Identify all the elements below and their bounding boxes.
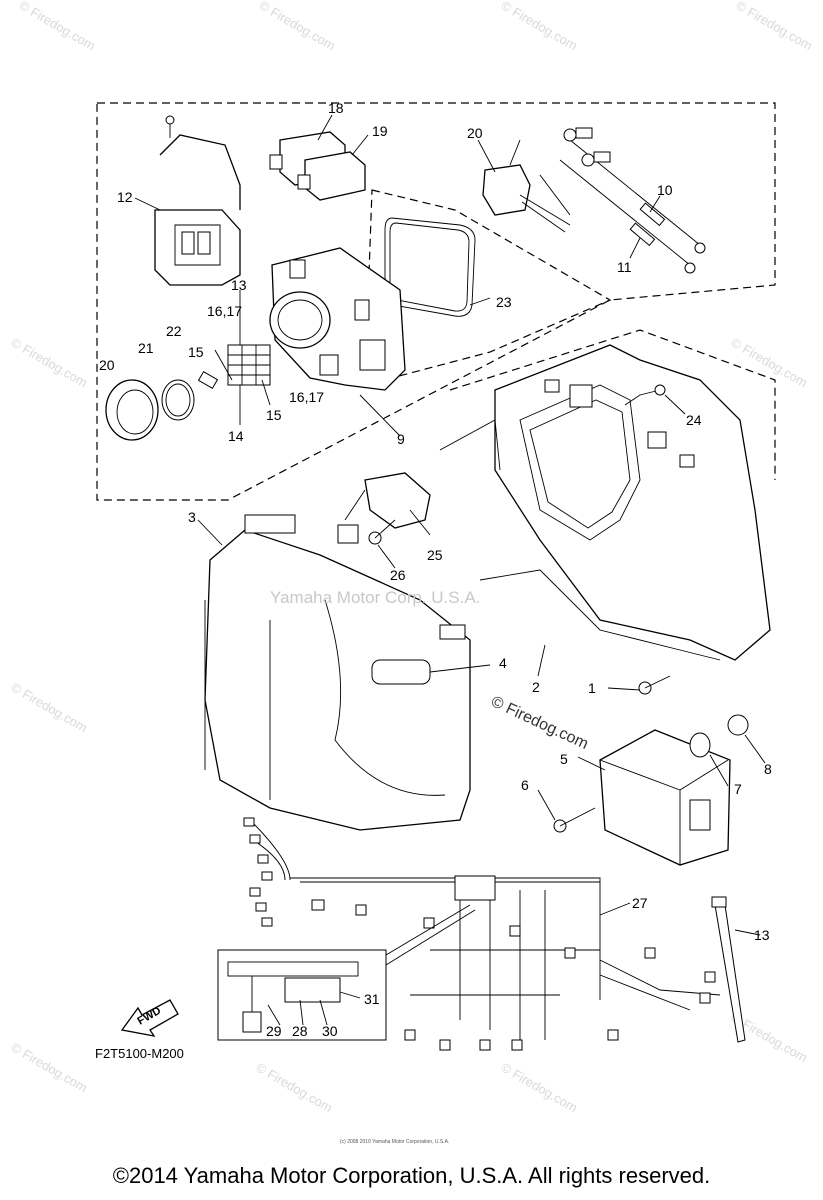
callout-11: 11 [617, 259, 632, 275]
diagram-reference-code: F2T5100-M200 [95, 1046, 184, 1061]
callout-23: 22 [166, 323, 182, 339]
callout-9: 9 [397, 431, 405, 447]
fwd-direction-arrow: FWD [120, 999, 179, 1037]
watermark-text: © Firedog.com [17, 0, 99, 53]
callout-8: 8 [764, 761, 772, 777]
watermark-text: © Firedog.com [9, 680, 91, 736]
tiny-copyright-notice: (c) 2008 2010 Yamaha Motor Corporation, … [340, 1139, 449, 1145]
callout-19: 19 [372, 123, 388, 139]
part-8-collar [727, 714, 749, 736]
part-25-bolt [654, 384, 666, 396]
part-6-bolt [553, 807, 596, 833]
part-10-11-cables [539, 127, 706, 274]
throttle-body [269, 247, 406, 391]
firedog-watermark: © Firedog.com [488, 693, 590, 753]
part-22-o-ring-inner [165, 383, 191, 417]
part-21-cap [105, 379, 159, 441]
callout-20: 20 [467, 125, 483, 141]
callout-26: 25 [427, 547, 443, 563]
watermark-text: © Firedog.com [9, 335, 91, 391]
callout-14: 13 [231, 277, 247, 293]
callout-33: 13 [754, 927, 770, 943]
watermark-text: © Firedog.com [9, 1040, 91, 1096]
watermark-text: © Firedog.com [499, 1060, 581, 1116]
part-28-wire-harness [243, 817, 721, 1051]
center-watermark: Yamaha Motor Corp. U.S.A. [270, 588, 480, 607]
callout-15-left: 15 [188, 344, 204, 360]
part-23-clip [197, 370, 219, 390]
callout-24: 23 [496, 294, 512, 310]
callout-1: 1 [588, 680, 596, 696]
part-33-cable-tie [711, 896, 746, 1043]
callout-13: 14 [228, 428, 244, 444]
watermark-text: © Firedog.com [734, 0, 816, 53]
callout-25: 24 [686, 412, 702, 428]
part-20-sensor [482, 139, 571, 233]
copyright-footer: ©2014 Yamaha Motor Corporation, U.S.A. A… [112, 1163, 711, 1188]
callout-28: 27 [632, 895, 648, 911]
part-24-gasket-inner [389, 222, 470, 312]
callout-15-right: 15 [266, 407, 282, 423]
part-2-housing-tray [439, 344, 771, 661]
callout-5: 5 [560, 751, 568, 767]
callout-32: 31 [364, 991, 380, 1007]
callout-27: 26 [390, 567, 406, 583]
callout-31: 30 [322, 1023, 338, 1039]
part-3-housing-cover [204, 514, 471, 831]
callout-2: 2 [532, 679, 540, 695]
part-27-bolt [368, 519, 396, 545]
part-19-relay [297, 151, 366, 201]
callout-22: 21 [138, 340, 154, 356]
callout-16-17-upper: 16,17 [207, 303, 242, 319]
part-24-gasket [384, 217, 476, 317]
callout-30: 29 [266, 1023, 282, 1039]
part-22-o-ring [161, 379, 195, 421]
callout-4: 4 [499, 655, 507, 671]
assembly-boundary-dashed [96, 102, 776, 501]
watermark-text: © Firedog.com [499, 0, 581, 53]
inset-detail-box [217, 904, 476, 1041]
watermark-text: © Firedog.com [729, 335, 811, 391]
callout-7: 7 [734, 781, 742, 797]
callout-21: 20 [99, 357, 115, 373]
callout-10: 10 [657, 182, 673, 198]
callout-leader-lines [134, 114, 766, 1026]
callout-16-17-lower: 16,17 [289, 389, 324, 405]
callout-18: 18 [328, 100, 344, 116]
callout-6: 6 [521, 777, 529, 793]
part-1-bolt [638, 675, 671, 695]
lower-boundary-dashed [449, 329, 776, 480]
watermark-text: © Firedog.com [257, 0, 339, 53]
callout-numbers: 18 19 20 10 11 12 13 16,17 22 21 15 20 1… [99, 100, 772, 1039]
part-5-ecu [599, 729, 731, 866]
part-7-grommet [689, 732, 711, 758]
part-13-14-15-terminal-block [227, 344, 271, 386]
part-12-cover [154, 115, 241, 286]
callout-29: 28 [292, 1023, 308, 1039]
callout-12: 12 [117, 189, 133, 205]
part-26-sensor [337, 472, 431, 544]
throttle-subassembly-dashed [364, 189, 612, 386]
callout-3: 3 [188, 509, 196, 525]
watermark-text: © Firedog.com [254, 1060, 336, 1116]
